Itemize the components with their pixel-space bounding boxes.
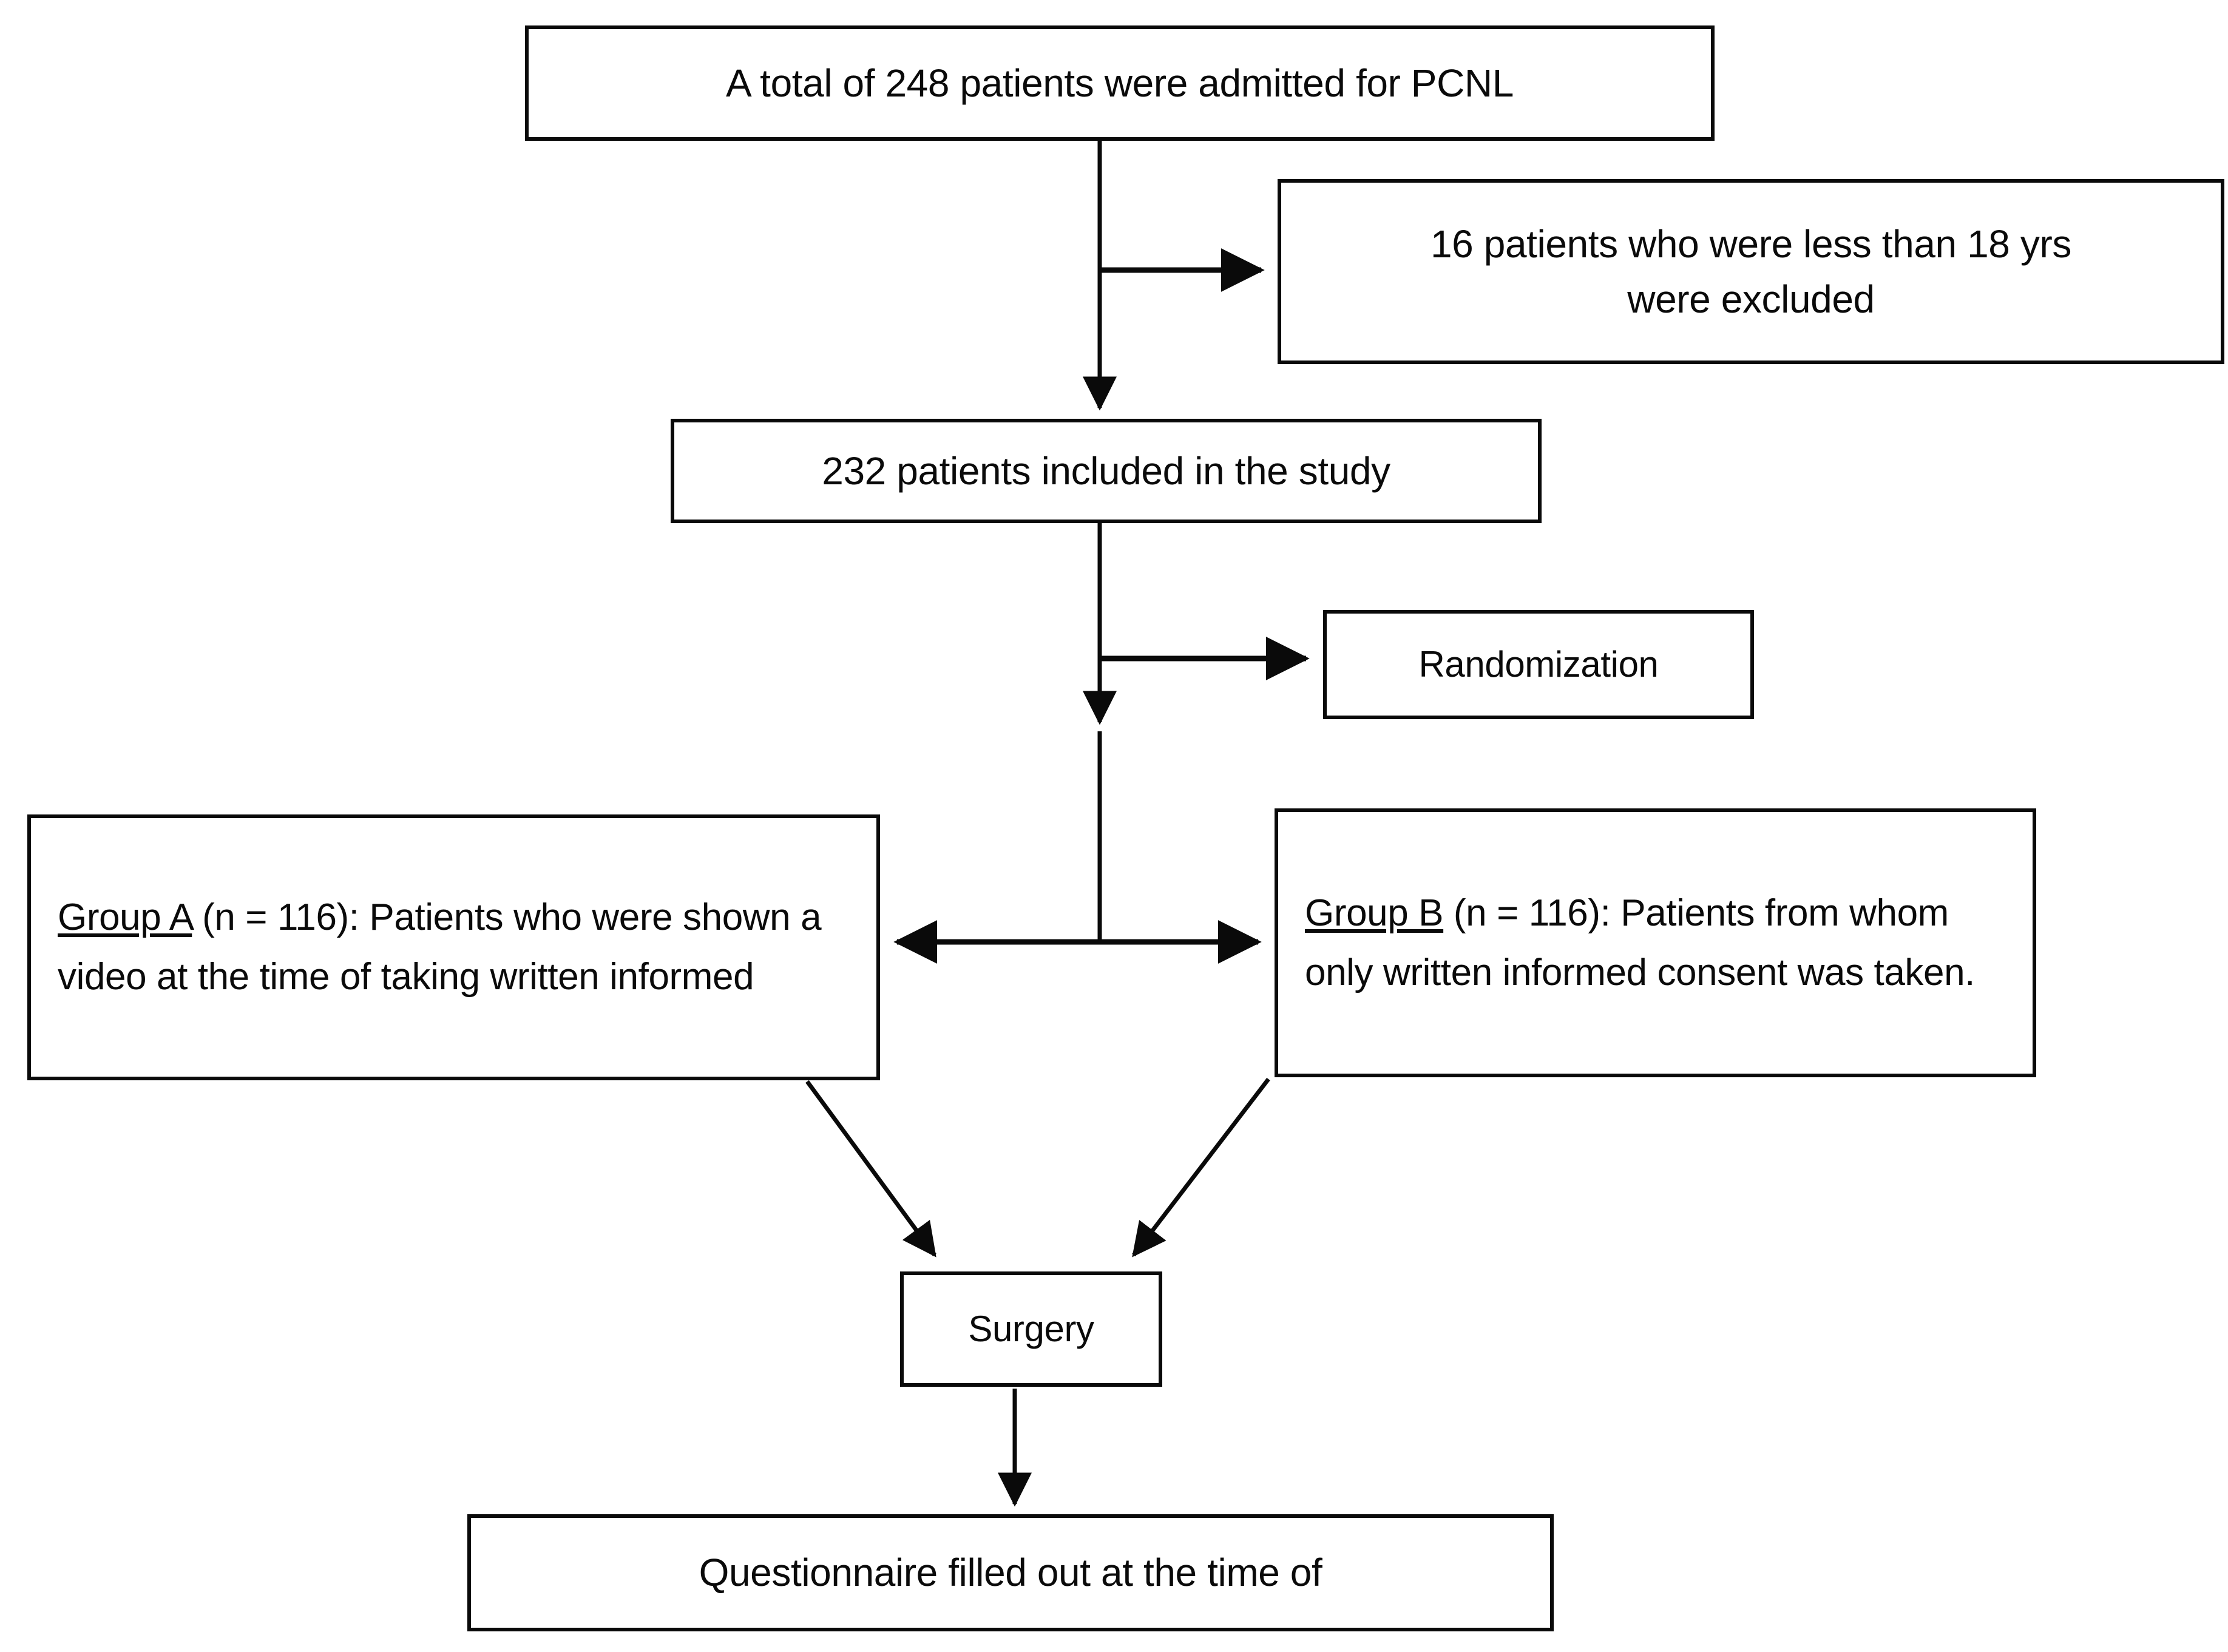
node-excluded-under-18: 16 patients who were less than 18 yrs we… [1278,179,2224,364]
node-questionnaire-label: Questionnaire filled out at the time of [699,1551,1322,1595]
node-group-a-body: Group A (n = 116): Patients who were sho… [31,888,876,1007]
node-group-b: Group B (n = 116): Patients from whom on… [1275,808,2036,1077]
edge-group-a-to-surgery [805,1080,936,1258]
node-group-a-label: Group A [58,896,192,939]
node-admitted-label: A total of 248 patients were admitted fo… [726,61,1514,105]
edge-group-b-to-surgery [1132,1077,1270,1258]
node-included-label: 232 patients included in the study [822,449,1390,493]
node-group-b-label: Group B [1305,892,1444,934]
node-surgery: Surgery [900,1271,1162,1387]
node-randomization-label: Randomization [1418,644,1659,685]
node-surgery-label: Surgery [968,1308,1094,1350]
node-group-a-description: (n = 116): Patients who were shown a vid… [58,896,831,998]
node-group-b-body: Group B (n = 116): Patients from whom on… [1278,884,2033,1003]
node-admitted-total: A total of 248 patients were admitted fo… [525,25,1715,141]
node-randomization: Randomization [1323,610,1754,719]
node-group-b-description: (n = 116): Patients from whom only writt… [1305,892,1975,994]
node-questionnaire: Questionnaire filled out at the time of [467,1514,1554,1631]
node-excluded-label: 16 patients who were less than 18 yrs we… [1430,222,2071,321]
node-group-a: Group A (n = 116): Patients who were sho… [27,814,880,1080]
node-included-in-study: 232 patients included in the study [671,419,1542,523]
